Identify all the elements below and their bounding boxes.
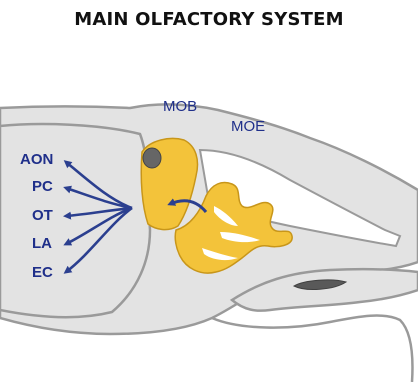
label-moe: MOE bbox=[231, 118, 265, 135]
jaw-curve bbox=[212, 316, 413, 382]
label-aon: AON bbox=[20, 151, 53, 168]
label-la: LA bbox=[32, 235, 52, 252]
label-ec: EC bbox=[32, 264, 53, 281]
label-ot: OT bbox=[32, 207, 53, 224]
label-mob: MOB bbox=[163, 98, 197, 115]
accessory-bulb bbox=[143, 148, 161, 168]
label-pc: PC bbox=[32, 178, 53, 195]
